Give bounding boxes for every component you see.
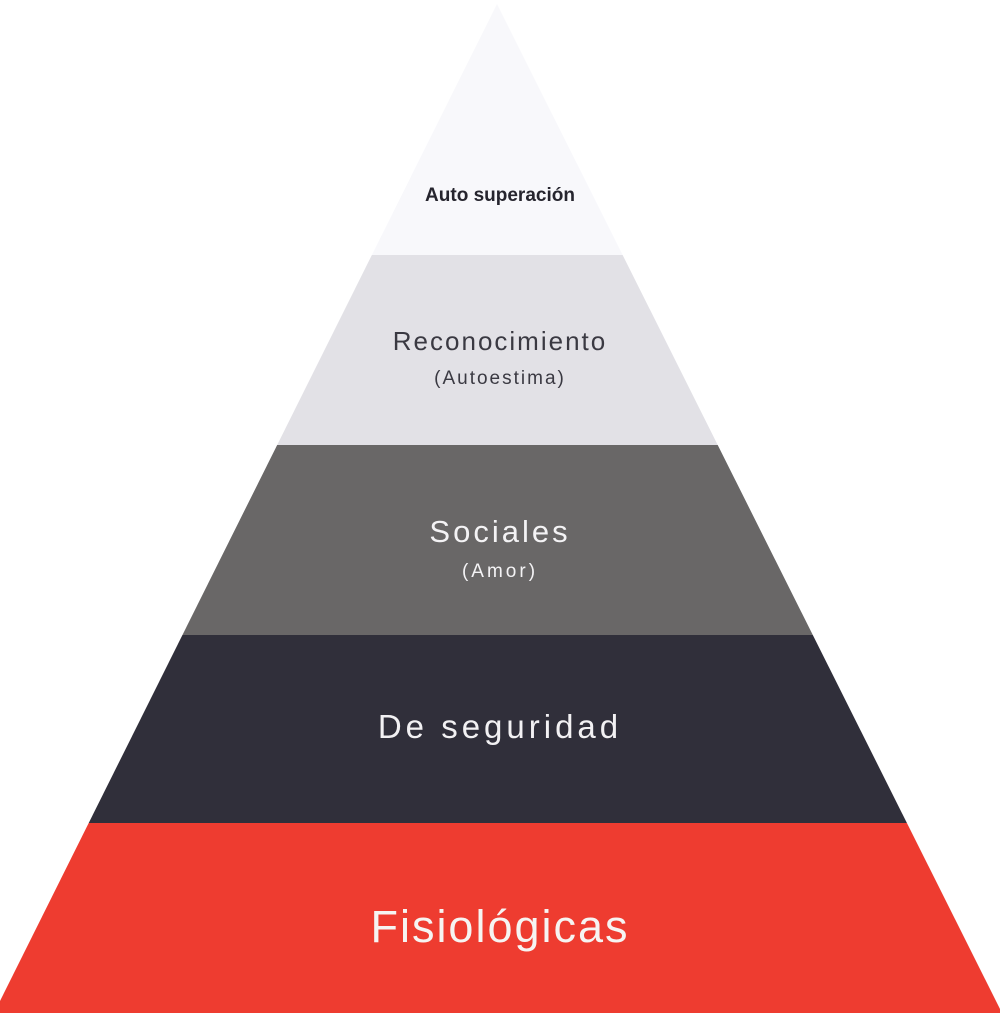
label-de-seguridad: De seguridad [378, 708, 622, 745]
band-fisiologicas [0, 823, 1000, 1013]
sublabel-amor: (Amor) [462, 561, 538, 582]
label-reconocimiento: Reconocimiento [393, 326, 607, 356]
band-auto-superacion [0, 4, 1000, 255]
label-sociales: Sociales [429, 514, 570, 549]
label-fisiologicas: Fisiológicas [370, 901, 629, 952]
label-auto-superacion: Auto superación [425, 185, 575, 206]
sublabel-autoestima: (Autoestima) [434, 368, 566, 389]
